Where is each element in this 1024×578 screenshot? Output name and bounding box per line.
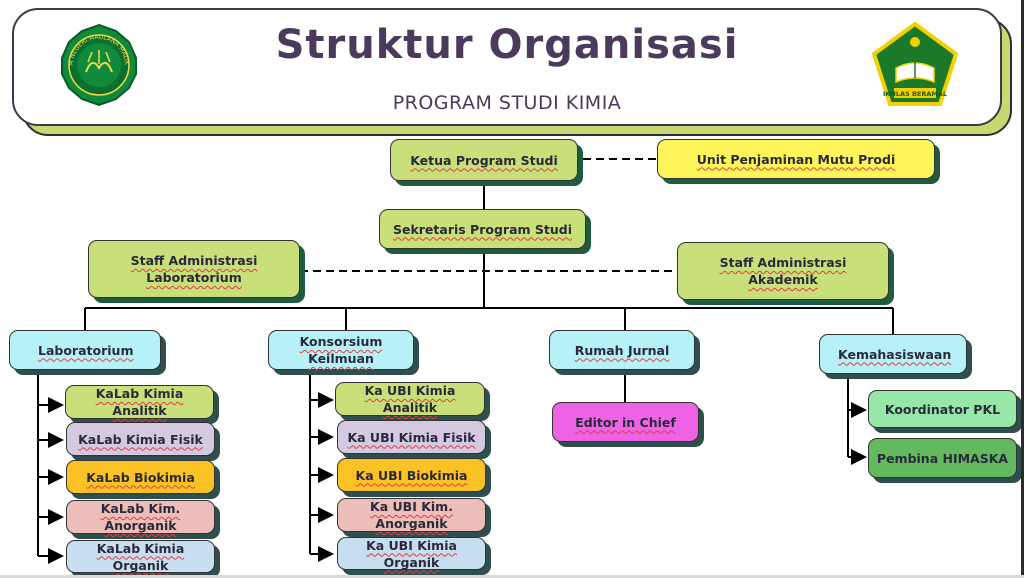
staff-administrasi-laboratorium: Staff Administrasi Laboratorium [88,240,300,298]
page-title: Struktur Organisasi [275,22,739,68]
bottom-edge [0,575,1024,578]
laboratorium-header: Laboratorium [9,330,161,370]
koordinator-pkl: Koordinator PKL [868,390,1017,428]
sekretaris-program-studi: Sekretaris Program Studi [379,209,586,249]
header-banner: Struktur Organisasi PROGRAM STUDI KIMIA [12,8,1002,126]
ka-ubi-kimia-analitik: Ka UBI Kimia Analitik [335,382,485,416]
pembina-himaska: Pembina HIMASKA [868,438,1017,478]
svg-text:IKHLAS BERAMAL: IKHLAS BERAMAL [883,90,947,98]
page-subtitle: PROGRAM STUDI KIMIA [392,92,622,114]
staff-administrasi-akademik: Staff Administrasi Akademik [677,242,889,300]
rumah-jurnal-header: Rumah Jurnal [549,330,695,370]
unit-penjaminan-mutu: Unit Penjaminan Mutu Prodi [657,139,935,179]
ka-ubi-kimia-organik: Ka UBI Kimia Organik [337,537,486,570]
ka-ubi-kimia-fisik: Ka UBI Kimia Fisik [337,420,486,454]
university-seal-icon: UNIVERSITAS ISLAM NEGERI MAULANA MALIK I… [56,22,142,108]
kalab-biokimia: KaLab Biokimia [66,460,215,494]
ka-ubi-biokimia: Ka UBI Biokimia [337,458,486,492]
kalab-kimia-analitik: KaLab Kimia Analitik [65,385,214,419]
kalab-kimia-organik: KaLab Kimia Organik [66,540,215,573]
konsorsium-keilmuan-header: Konsorsium Keilmuan [268,330,414,370]
ministry-emblem-icon: IKHLAS BERAMAL [870,22,960,108]
right-edge [1021,0,1024,578]
kalab-kim-anorganik: KaLab Kim. Anorganik [66,500,215,534]
ketua-program-studi: Ketua Program Studi [390,139,578,181]
ka-ubi-kim-anorganik: Ka UBI Kim. Anorganik [337,498,486,532]
editor-in-chief: Editor in Chief [552,402,699,442]
kalab-kimia-fisik: KaLab Kimia Fisik [66,422,215,456]
kemahasiswaan-header: Kemahasiswaan [819,334,967,374]
